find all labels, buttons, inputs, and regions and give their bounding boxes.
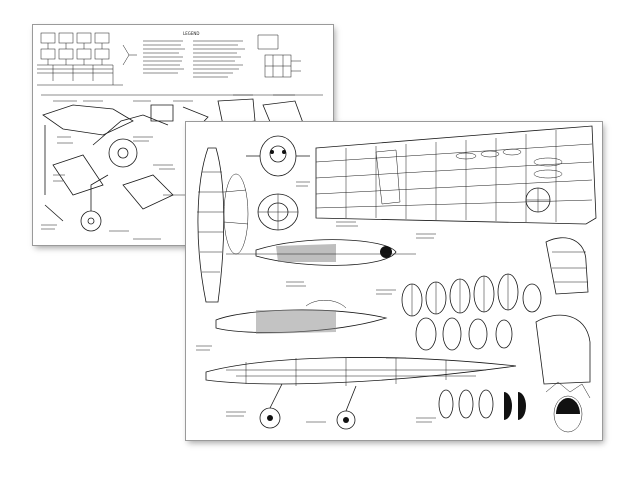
- formers-lower-row: [438, 389, 526, 420]
- fuselage-side-left: [197, 147, 249, 303]
- tail-fin: [535, 237, 591, 433]
- plan-sheet-back-drawing: LEGEND: [37, 31, 323, 240]
- plan-sheet-front-drawing: [196, 125, 597, 433]
- leader-lines: [41, 94, 295, 240]
- nacelle-front-view: [246, 135, 310, 231]
- fuselage-side-view: [215, 300, 388, 334]
- plan-sheet-front: [185, 121, 603, 441]
- wiring-diagram: [37, 32, 137, 86]
- wing-planform: [315, 125, 597, 225]
- fuselage-lower: [205, 357, 517, 430]
- fuselage-formers: [401, 273, 542, 351]
- legend-lines: [143, 34, 301, 78]
- wing-ribs-airfoils: [455, 148, 563, 213]
- annotation-leaders: [196, 181, 436, 423]
- fuselage-top-view: [226, 239, 416, 266]
- legend-heading: LEGEND: [183, 31, 199, 36]
